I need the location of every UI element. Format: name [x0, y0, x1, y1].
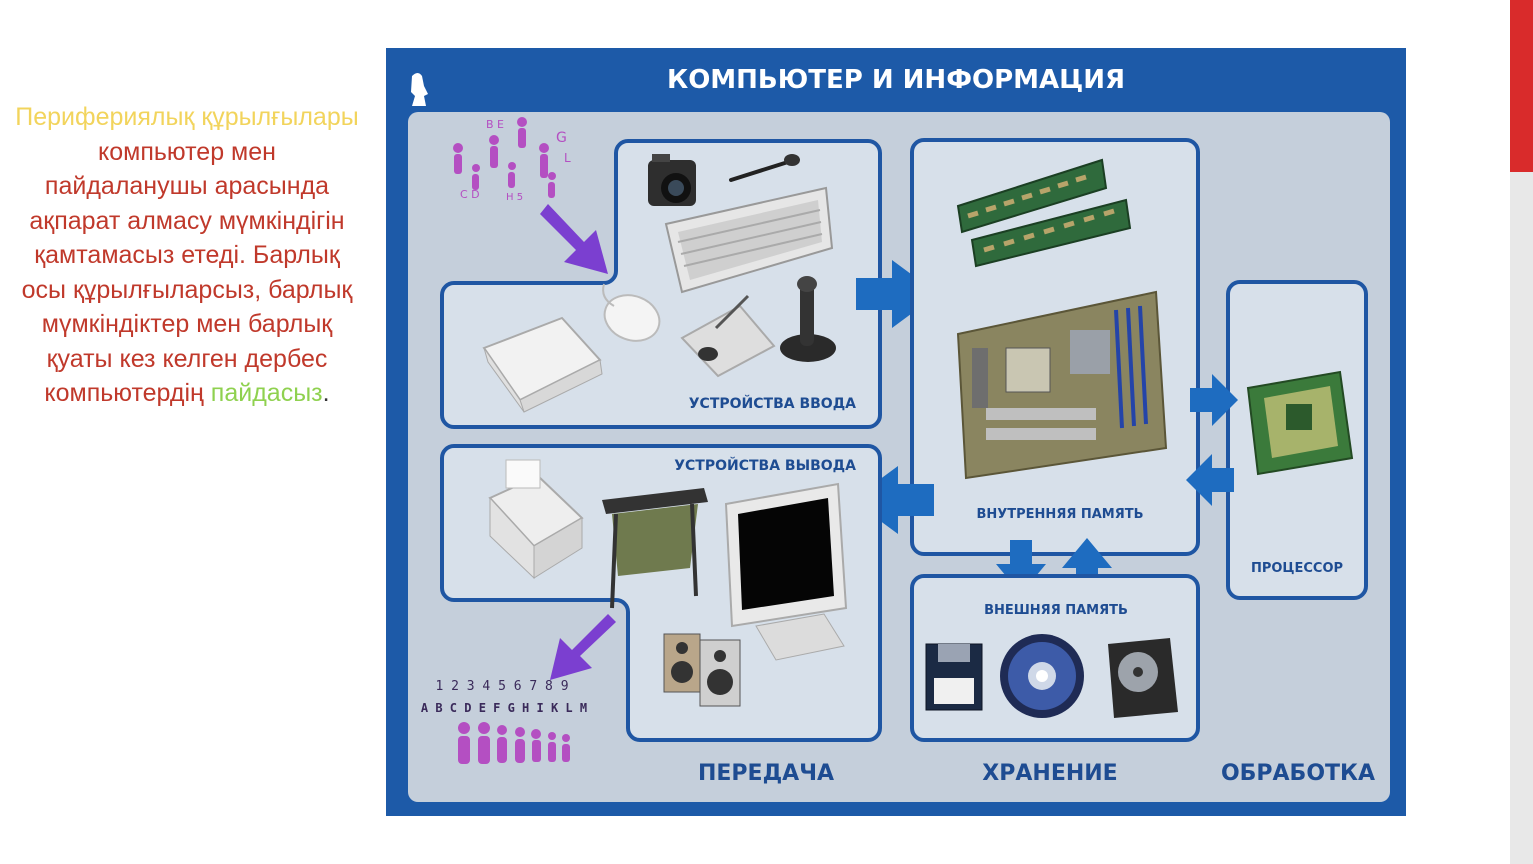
description-body: компьютер мен пайдаланушы арасында ақпар… [21, 137, 353, 408]
hard-drive-icon [1108, 638, 1178, 718]
processing-label: ОБРАБОТКА [1221, 761, 1375, 786]
arrow-right-input-to-memory-icon [856, 260, 938, 328]
accent-bar-gray [1510, 172, 1533, 864]
arrow-right-memory-to-processor-icon [1190, 374, 1238, 426]
description-end: . [322, 379, 330, 407]
description-heading: Перифериялық құрылғылары [15, 103, 359, 131]
svg-text:G: G [556, 130, 567, 146]
ram-modules-icon [956, 158, 1132, 268]
processor-label: ПРОЦЕССОР [1251, 561, 1343, 576]
svg-text:H 5: H 5 [506, 192, 523, 203]
svg-text:L: L [564, 151, 571, 165]
arrow-up-to-internal-memory-icon [1062, 538, 1112, 592]
plotter-icon [602, 488, 708, 609]
input-devices-label: УСТРОЙСТВА ВВОДА [689, 395, 856, 412]
keyboard-icon [664, 186, 834, 294]
external-memory-label: ВНЕШНЯЯ ПАМЯТЬ [984, 603, 1128, 618]
storage-label: ХРАНЕНИЕ [982, 761, 1117, 786]
scanner-icon [482, 316, 603, 413]
motherboard-icon [956, 290, 1168, 480]
compact-disc-icon [1000, 634, 1084, 718]
monitor-icon [724, 482, 848, 661]
mouse-icon [602, 283, 661, 342]
poster-title: КОМПЬЮТЕР И ИНФОРМАЦИЯ [667, 65, 1125, 95]
knight-logo-icon [411, 73, 428, 106]
svg-text:C D: C D [460, 188, 480, 201]
joystick-icon [780, 276, 836, 362]
processor-chip-icon [1246, 370, 1354, 476]
output-devices-label: УСТРОЙСТВА ВЫВОДА [674, 457, 856, 474]
input-arrow-icon [540, 204, 608, 274]
graphics-tablet-icon [680, 294, 776, 378]
camera-icon [648, 154, 696, 206]
accent-bar-red [1510, 0, 1533, 172]
internal-memory-label: ВНУТРЕННЯЯ ПАМЯТЬ [976, 507, 1143, 522]
output-letters: A B C D E F G H I K L M [421, 701, 587, 715]
arrow-left-memory-to-output-icon [852, 466, 934, 534]
microphone-icon [729, 154, 800, 182]
description-text: Перифериялық құрылғылары компьютер мен п… [14, 100, 360, 411]
arrow-left-processor-to-memory-icon [1186, 454, 1234, 506]
printer-icon [488, 459, 584, 580]
description-highlight: пайдасыз [210, 379, 323, 407]
transfer-label: ПЕРЕДАЧА [698, 761, 834, 786]
output-arrow-icon [550, 614, 616, 680]
output-digits: 1 2 3 4 5 6 7 8 9 [435, 679, 568, 694]
arrow-down-to-external-memory-icon [996, 540, 1046, 594]
svg-text:B E: B E [486, 118, 504, 131]
speakers-icon [663, 633, 741, 707]
people-letters-icon: C D B E G L H 5 [453, 117, 571, 203]
floppy-disk-icon [925, 643, 983, 711]
computer-information-poster: КОМПЬЮТЕР И ИНФОРМАЦИЯ УСТРО [386, 48, 1406, 816]
people-row-icon [458, 722, 570, 764]
